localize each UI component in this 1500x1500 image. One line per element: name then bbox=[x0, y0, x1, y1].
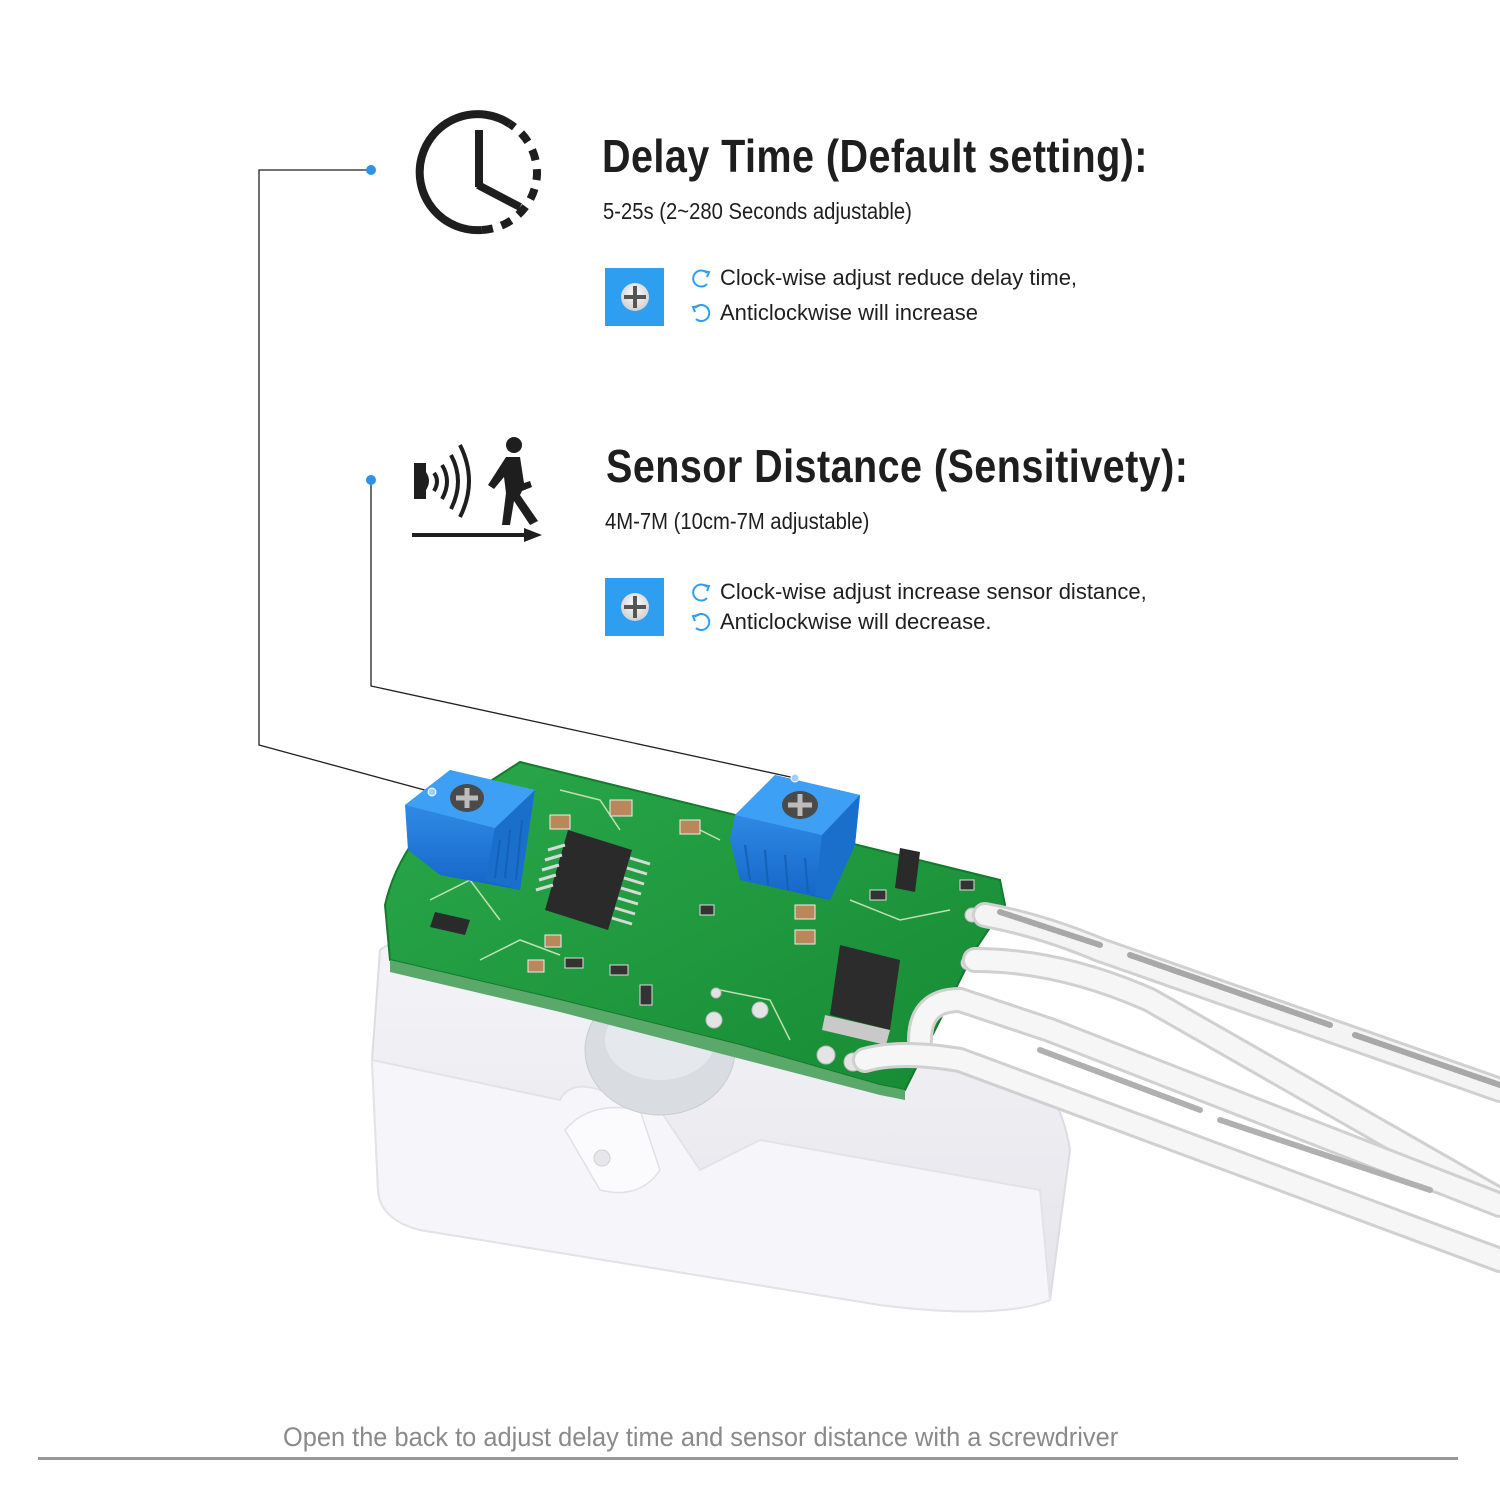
screw-adjust-box-sensor bbox=[605, 578, 664, 636]
anticlockwise-arrow-icon bbox=[691, 303, 711, 322]
ic-chip bbox=[535, 830, 651, 930]
footer-caption: Open the back to adjust delay time and s… bbox=[283, 1422, 1119, 1452]
delay-potentiometer bbox=[405, 770, 535, 890]
screw-icon bbox=[620, 283, 649, 311]
clockwise-instruction-sensor: Clock-wise adjust increase sensor distan… bbox=[690, 577, 1147, 607]
callout-dot-delay bbox=[366, 165, 376, 175]
anticlockwise-arrow-icon bbox=[691, 612, 711, 631]
clock-icon bbox=[415, 110, 542, 235]
anticlockwise-instruction-delay: Anticlockwise will increase bbox=[690, 298, 1077, 328]
clockwise-instruction-delay: Clock-wise adjust reduce delay time, bbox=[690, 263, 1077, 293]
sensor-distance-range: 4M-7M (10cm-7M adjustable) bbox=[605, 508, 870, 534]
clockwise-arrow-icon bbox=[692, 583, 711, 602]
callout-dot-sensor bbox=[366, 475, 376, 485]
sensor-distance-title: Sensor Distance (Sensitivety): bbox=[606, 440, 1189, 492]
anticlockwise-instruction-sensor: Anticlockwise will decrease. bbox=[690, 607, 1147, 637]
screw-adjust-box-delay bbox=[605, 268, 664, 326]
motion-sensor-person-icon bbox=[412, 437, 542, 542]
clockwise-arrow-icon bbox=[692, 269, 711, 288]
delay-time-range: 5-25s (2~280 Seconds adjustable) bbox=[603, 198, 912, 224]
sensor-potentiometer bbox=[730, 773, 860, 900]
delay-time-title: Delay Time (Default setting): bbox=[602, 130, 1148, 182]
white-wires bbox=[852, 902, 1500, 1273]
screw-icon bbox=[620, 593, 649, 621]
footer-divider bbox=[38, 1457, 1458, 1460]
